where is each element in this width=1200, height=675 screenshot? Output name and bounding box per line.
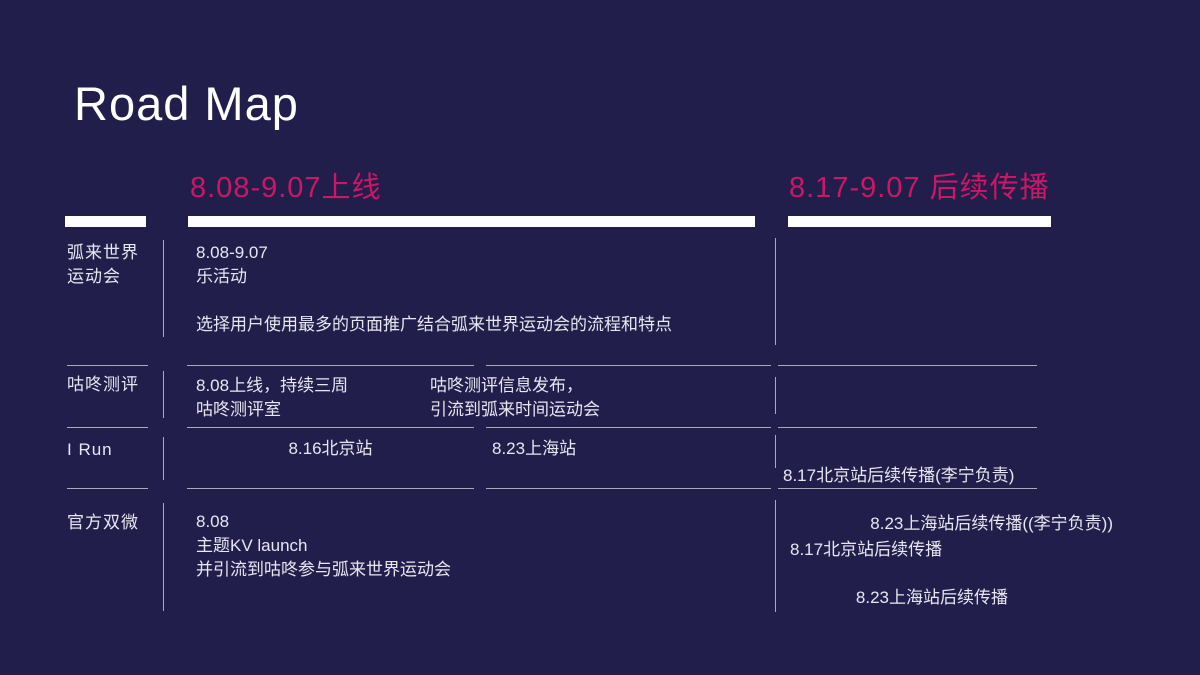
row-label-hulai-games: 弧来世界 运动会 — [67, 243, 139, 286]
divider-row2-cell1 — [187, 427, 474, 428]
vdivider-left-row3 — [163, 437, 164, 480]
vdivider-left-row1 — [163, 240, 164, 337]
cell-official-followup: 8.17北京站后续传播 8.23上海站后续传播 — [790, 514, 1008, 634]
phase2-bar — [788, 216, 1051, 227]
divider-row2-cell2 — [486, 427, 771, 428]
vdivider-right-row1 — [775, 238, 776, 345]
divider-row1-cell1 — [187, 365, 474, 366]
cell-gudong-review-launch: 8.08上线，持续三周 咕咚测评室 — [196, 376, 349, 419]
vdivider-left-row2 — [163, 371, 164, 418]
divider-row3-phase2 — [778, 488, 1037, 489]
official-followup-line1: 8.17北京站后续传播 — [790, 540, 943, 559]
cell-irun-shanghai: 8.23上海站 — [492, 439, 577, 458]
phase1-header: 8.08-9.07上线 — [190, 172, 382, 204]
row-label-gudong-review: 咕咚测评 — [67, 375, 139, 394]
label-column-bar — [65, 216, 146, 227]
divider-row3-cell1 — [187, 488, 474, 489]
divider-row3-label — [67, 488, 148, 489]
official-followup-line2: 8.23上海站后续传播 — [855, 588, 1008, 607]
phase2-header: 8.17-9.07 后续传播 — [789, 172, 1050, 204]
cell-irun-beijing: 8.16北京站 — [288, 439, 373, 458]
vdivider-right-row3 — [775, 435, 776, 468]
vdivider-right-row2 — [775, 377, 776, 414]
irun-followup-line2: 8.23上海站后续传播((李宁负责)) — [870, 514, 1113, 533]
divider-row1-label — [67, 365, 148, 366]
row-label-official-weibo-wechat: 官方双微 — [67, 513, 139, 532]
vdivider-left-row4 — [163, 503, 164, 611]
cell-irun-followup: 8.17北京站后续传播(李宁负责) 8.23上海站后续传播((李宁负责)) — [783, 440, 1113, 560]
phase1-bar — [188, 216, 755, 227]
irun-followup-line1: 8.17北京站后续传播(李宁负责) — [783, 466, 1015, 485]
cell-gudong-review-info: 咕咚测评信息发布， 引流到弧来时间运动会 — [430, 376, 600, 419]
divider-row1-cell2 — [486, 365, 771, 366]
cell-hulai-games-phase1: 8.08-9.07 乐活动 选择用户使用最多的页面推广结合弧来世界运动会的流程和… — [196, 243, 672, 334]
row-label-irun: I Run — [67, 440, 113, 459]
vdivider-right-row4 — [775, 500, 776, 612]
divider-row2-phase2 — [778, 427, 1037, 428]
divider-row1-phase2 — [778, 365, 1037, 366]
divider-row2-label — [67, 427, 148, 428]
divider-row3-cell2 — [486, 488, 771, 489]
cell-official-phase1: 8.08 主题KV launch 并引流到咕咚参与弧来世界运动会 — [196, 512, 451, 579]
page-title: Road Map — [74, 77, 299, 130]
